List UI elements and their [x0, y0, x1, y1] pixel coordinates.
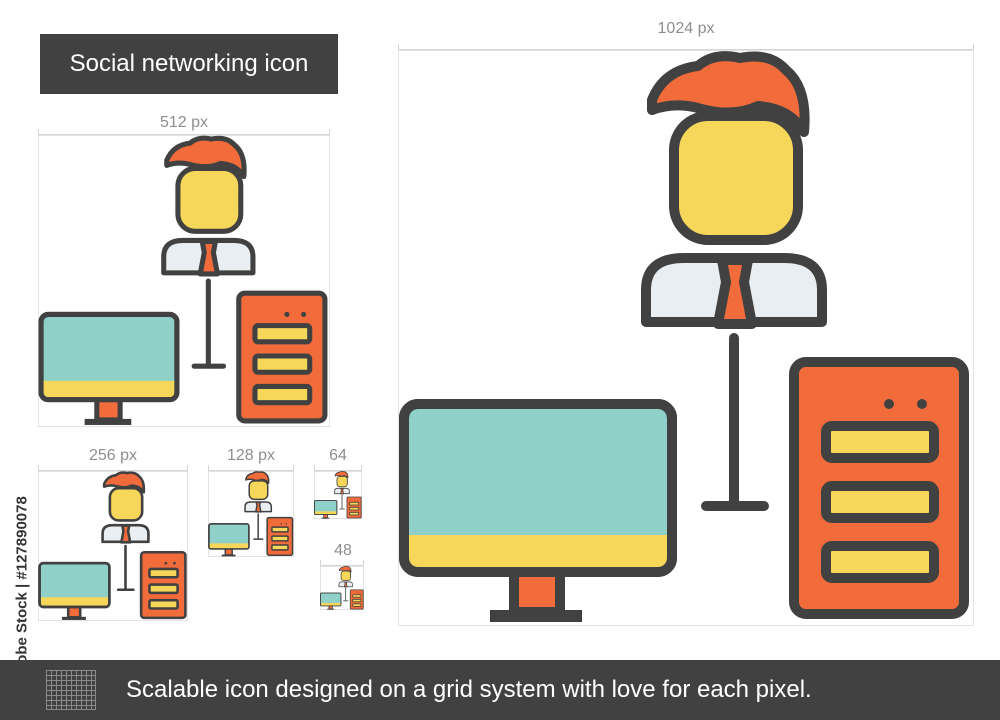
social-network-icon-48 — [320, 566, 364, 610]
icon-frame-256 — [38, 471, 188, 621]
grid-icon — [46, 670, 96, 710]
size-label-128: 128 px — [226, 447, 276, 464]
footer-bar: Scalable icon designed on a grid system … — [0, 660, 1000, 720]
icon-frame-1024 — [398, 50, 974, 626]
page-title: Social networking icon — [40, 34, 338, 94]
stock-id-text: Adobe Stock | #127890078 — [13, 496, 31, 684]
size-label-256: 256 px — [88, 447, 138, 464]
size-label-512: 512 px — [159, 114, 209, 131]
size-label-48: 48 — [334, 542, 352, 559]
icon-frame-512 — [38, 135, 330, 427]
social-network-icon-128 — [208, 471, 294, 557]
icon-frame-64 — [314, 471, 362, 519]
size-label-1024: 1024 px — [657, 20, 715, 37]
social-network-icon-256 — [38, 471, 188, 621]
social-network-icon-large — [398, 50, 974, 626]
size-label-64: 64 — [329, 447, 347, 464]
icon-frame-48 — [320, 566, 364, 610]
icon-frame-128 — [208, 471, 294, 557]
footer-caption: Scalable icon designed on a grid system … — [126, 676, 812, 703]
social-network-icon-512 — [38, 135, 330, 427]
social-network-icon-64 — [314, 471, 362, 519]
